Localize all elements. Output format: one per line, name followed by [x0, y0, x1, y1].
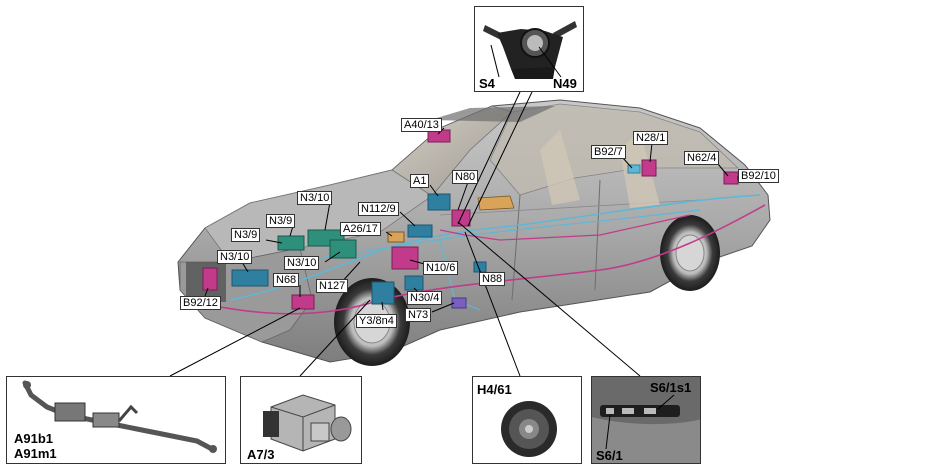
module-n28-1 [641, 159, 657, 177]
callout-n3-10-mid: N3/10 [284, 256, 320, 270]
module-a1 [427, 193, 451, 211]
module-a26-17 [387, 231, 405, 243]
callout-n127: N127 [316, 279, 349, 293]
module-y3-8n4 [371, 281, 395, 305]
label-a91b1: A91b1 [14, 431, 54, 446]
leader-lines [169, 91, 739, 377]
module-b92-7 [627, 164, 641, 174]
callout-a40-13: A40/13 [401, 118, 442, 132]
callout-b92-7: B92/7 [591, 145, 626, 159]
callout-a26-17: A26/17 [340, 222, 381, 236]
label-a7-3: A7/3 [247, 447, 275, 462]
label-s6-1: S6/1 [596, 448, 623, 463]
label-s6-1s1: S6/1s1 [650, 380, 692, 395]
callout-n73: N73 [405, 308, 432, 322]
inset-speaker: H4/61 [472, 376, 582, 464]
module-n68 [291, 294, 315, 310]
callout-n80: N80 [452, 170, 479, 184]
speaker-icon [501, 401, 557, 457]
steering-column-switch-icon [483, 21, 577, 79]
callout-b92-12: B92/12 [180, 296, 221, 310]
module-n3-9 [277, 235, 305, 251]
callout-n3-9-b: N3/9 [231, 228, 261, 242]
callout-n112-9: N112/9 [358, 202, 399, 216]
callout-n30-4: N30/4 [407, 291, 443, 305]
module-n3-10-low [231, 269, 269, 287]
callout-n88: N88 [479, 272, 506, 286]
label-s4: S4 [479, 76, 495, 91]
callout-a1: A1 [410, 174, 430, 188]
label-n49: N49 [553, 76, 577, 91]
callout-n3-10-low: N3/10 [217, 250, 253, 264]
callout-b92-10: B92/10 [738, 169, 779, 183]
side-mirror [477, 195, 515, 211]
overhead-control-panel-icon [592, 377, 700, 463]
module-n10-6 [391, 246, 419, 270]
callout-n62-4: N62/4 [684, 151, 720, 165]
module-b92-12 [202, 267, 218, 291]
steering-rack-icon [22, 380, 217, 453]
callout-n68: N68 [273, 273, 300, 287]
callout-n28-1: N28/1 [633, 131, 669, 145]
callout-n3-9-a: N3/9 [266, 214, 296, 228]
rear-wheel [660, 215, 720, 291]
inset-steering-column: S4 N49 [474, 6, 584, 92]
module-n30-4 [404, 275, 424, 291]
harness-blue [229, 194, 761, 301]
label-h4-61: H4/61 [477, 382, 512, 397]
label-a91m1: A91m1 [14, 446, 57, 461]
module-n73 [451, 297, 467, 309]
inset-steering-rack: A91b1 A91m1 [6, 376, 226, 464]
hydraulic-unit-icon [263, 394, 352, 452]
module-n112-9 [407, 224, 433, 238]
callout-n3-10-top: N3/10 [297, 191, 333, 205]
module-n3-10-mid [329, 239, 357, 259]
inset-esp-unit: A7/3 [240, 376, 362, 464]
inset-overhead-control: S6/1s1 S6/1 [591, 376, 701, 464]
callout-n10-6: N10/6 [423, 261, 459, 275]
callout-y3-8n4: Y3/8n4 [356, 314, 397, 328]
